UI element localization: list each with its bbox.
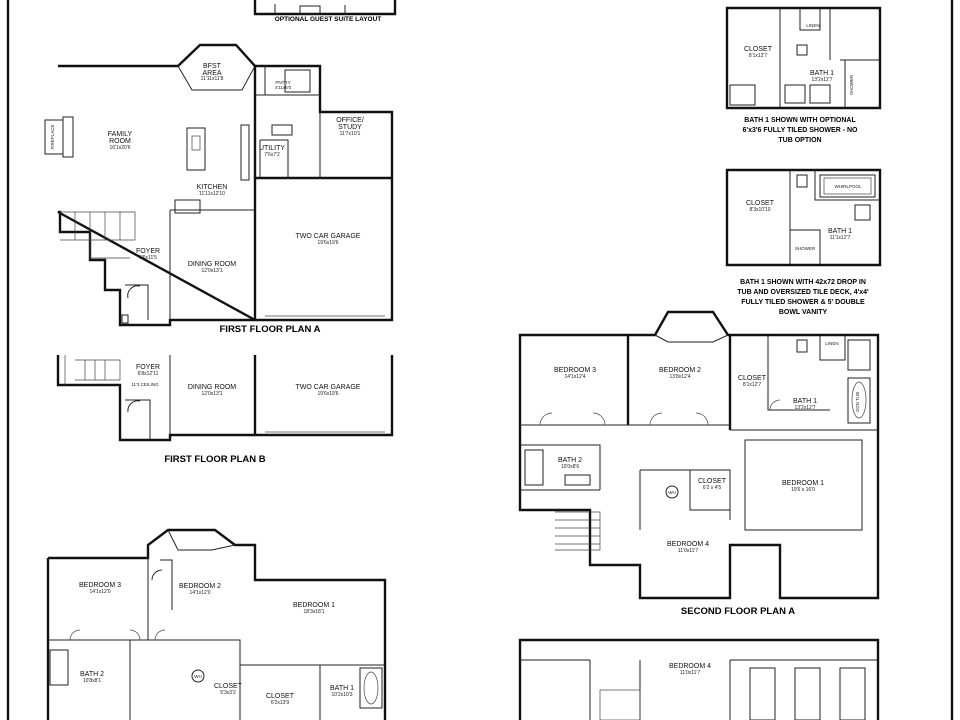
svg-text:BEDROOM 3: BEDROOM 3 xyxy=(554,367,596,374)
svg-text:LINEN: LINEN xyxy=(806,23,819,28)
svg-text:6'2 x 4'5: 6'2 x 4'5 xyxy=(703,485,722,491)
svg-text:BATH 1 SHOWN WITH 42x72 DROP I: BATH 1 SHOWN WITH 42x72 DROP IN xyxy=(740,279,866,286)
svg-text:19'6x19'6: 19'6x19'6 xyxy=(317,391,338,397)
svg-text:BATH 1: BATH 1 xyxy=(810,70,834,77)
svg-text:CLOSET: CLOSET xyxy=(744,46,773,53)
svg-text:19'6 x 16'0: 19'6 x 16'0 xyxy=(791,487,815,493)
svg-text:WH: WH xyxy=(194,674,202,679)
guest-suite-caption: OPTIONAL GUEST SUITE LAYOUT xyxy=(275,16,382,23)
svg-text:BATH 1 SHOWN WITH OPTIONAL: BATH 1 SHOWN WITH OPTIONAL xyxy=(744,117,856,124)
svg-text:BATH 1: BATH 1 xyxy=(330,685,354,692)
svg-text:BATH 2: BATH 2 xyxy=(558,457,582,464)
svg-text:DINING ROOM: DINING ROOM xyxy=(188,384,236,391)
svg-text:6'2x13'9: 6'2x13'9 xyxy=(271,700,290,706)
svg-text:CLOSET: CLOSET xyxy=(698,478,727,485)
svg-text:BEDROOM 2: BEDROOM 2 xyxy=(659,367,701,374)
svg-text:TUB OPTION: TUB OPTION xyxy=(778,137,821,144)
svg-text:11'1x12'7: 11'1x12'7 xyxy=(830,235,851,241)
svg-text:19'6x19'6: 19'6x19'6 xyxy=(317,240,338,246)
svg-text:11'0x11'7: 11'0x11'7 xyxy=(678,548,699,554)
svg-text:SHOWER: SHOWER xyxy=(849,74,854,95)
svg-text:AREA: AREA xyxy=(202,70,221,77)
svg-text:11'7x10'1: 11'7x10'1 xyxy=(340,131,361,137)
svg-text:ROOM: ROOM xyxy=(109,138,131,145)
svg-text:8'1x12'7: 8'1x12'7 xyxy=(749,53,768,59)
second-floor-plan-a-title: SECOND FLOOR PLAN A xyxy=(681,606,795,617)
svg-text:LINEN: LINEN xyxy=(825,341,838,346)
svg-text:6'x3'6 FULLY TILED SHOWER - NO: 6'x3'6 FULLY TILED SHOWER - NO xyxy=(743,127,859,134)
svg-text:5'3x3'2: 5'3x3'2 xyxy=(220,690,236,696)
svg-text:DINING ROOM: DINING ROOM xyxy=(188,261,236,268)
bath1-option-2-plan: CLOSET 8'3x10'10 WHIRLPOOL BATH 1 11'1x1… xyxy=(725,168,882,316)
svg-text:GDN TUB: GDN TUB xyxy=(855,392,860,412)
svg-text:FIREPLACE: FIREPLACE xyxy=(50,124,55,149)
svg-text:14'1x12'0: 14'1x12'0 xyxy=(189,590,210,596)
svg-text:CLOSET: CLOSET xyxy=(266,693,295,700)
svg-text:8'1x12'7: 8'1x12'7 xyxy=(743,382,762,388)
svg-text:4'11x5'0: 4'11x5'0 xyxy=(275,85,292,90)
svg-text:TWO CAR GARAGE: TWO CAR GARAGE xyxy=(296,233,361,240)
first-floor-plan-a-title: FIRST FLOOR PLAN A xyxy=(220,324,321,335)
svg-text:UTILITY: UTILITY xyxy=(259,145,285,152)
first-floor-plan-b-title: FIRST FLOOR PLAN B xyxy=(164,454,265,465)
second-floor-plan-c: BEDROOM 4 11'0x11'7 xyxy=(518,638,880,720)
svg-text:13'8x12'4: 13'8x12'4 xyxy=(669,374,690,380)
svg-text:FAMILY: FAMILY xyxy=(108,131,133,138)
svg-text:13'2x12'7: 13'2x12'7 xyxy=(811,77,832,83)
svg-text:12'0x13'1: 12'0x13'1 xyxy=(201,268,222,274)
svg-text:14'1x12'0: 14'1x12'0 xyxy=(89,589,110,595)
svg-text:11'11x12'10: 11'11x12'10 xyxy=(199,191,225,197)
svg-text:BEDROOM 2: BEDROOM 2 xyxy=(179,583,221,590)
svg-text:BEDROOM 1: BEDROOM 1 xyxy=(782,480,824,487)
svg-text:BOWL VANITY: BOWL VANITY xyxy=(779,309,828,316)
svg-text:TUB AND OVERSIZED TILE DECK, 4: TUB AND OVERSIZED TILE DECK, 4'x4' xyxy=(737,289,869,296)
svg-text:WH: WH xyxy=(668,490,676,495)
svg-text:14'1x12'4: 14'1x12'4 xyxy=(564,374,585,380)
second-floor-plan-a: BEDROOM 3 14'1x12'4 BEDROOM 2 13'8x12'4 … xyxy=(518,310,880,617)
svg-text:10'8x8'1: 10'8x8'1 xyxy=(83,678,102,684)
bath1-option-1-plan: LINEN CLOSET 8'1x12'7 BATH 1 13'2x12'7 S… xyxy=(725,6,882,144)
svg-text:10'0x8'6: 10'0x8'6 xyxy=(561,464,580,470)
svg-text:6'8x12'11: 6'8x12'11 xyxy=(138,371,159,377)
svg-text:BEDROOM 4: BEDROOM 4 xyxy=(669,663,711,670)
first-floor-plan-a: BFST AREA 11'11x11'8 PNTRY 4'11x5'0 FAMI… xyxy=(44,43,394,335)
svg-text:BEDROOM 3: BEDROOM 3 xyxy=(79,582,121,589)
svg-text:SHOWER: SHOWER xyxy=(795,246,816,251)
svg-text:18'3x18'1: 18'3x18'1 xyxy=(303,609,324,615)
svg-text:16'1x20'6: 16'1x20'6 xyxy=(109,145,130,151)
svg-text:FOYER: FOYER xyxy=(136,248,160,255)
svg-text:BEDROOM 4: BEDROOM 4 xyxy=(667,541,709,548)
svg-text:FULLY TILED SHOWER & 5' DOUBLE: FULLY TILED SHOWER & 5' DOUBLE xyxy=(741,299,865,306)
svg-text:BEDROOM 1: BEDROOM 1 xyxy=(293,602,335,609)
svg-text:STUDY: STUDY xyxy=(338,124,362,131)
svg-text:10'2x10'3: 10'2x10'3 xyxy=(331,692,352,698)
svg-text:11'0x11'7: 11'0x11'7 xyxy=(680,670,701,676)
svg-text:CLOSET: CLOSET xyxy=(746,200,775,207)
svg-text:KITCHEN: KITCHEN xyxy=(197,184,228,191)
svg-text:WHIRLPOOL: WHIRLPOOL xyxy=(834,184,862,189)
svg-text:CLOSET: CLOSET xyxy=(214,683,243,690)
svg-text:11'3 CEILING: 11'3 CEILING xyxy=(131,382,159,387)
svg-text:13'2x12'7: 13'2x12'7 xyxy=(794,405,815,411)
svg-text:7'6x7'2: 7'6x7'2 xyxy=(264,152,280,158)
svg-text:BFST: BFST xyxy=(203,63,222,70)
svg-text:TWO CAR GARAGE: TWO CAR GARAGE xyxy=(296,384,361,391)
svg-text:BATH 1: BATH 1 xyxy=(793,398,817,405)
second-floor-plan-b: BEDROOM 3 14'1x12'0 BEDROOM 2 14'1x12'0 … xyxy=(46,528,387,720)
svg-text:OFFICE/: OFFICE/ xyxy=(336,117,364,124)
svg-text:BATH 2: BATH 2 xyxy=(80,671,104,678)
svg-text:11'11x11'8: 11'11x11'8 xyxy=(201,76,224,82)
svg-text:FOYER: FOYER xyxy=(136,364,160,371)
svg-text:CLOSET: CLOSET xyxy=(738,375,767,382)
svg-text:BATH 1: BATH 1 xyxy=(828,228,852,235)
svg-text:9'6x11'5: 9'6x11'5 xyxy=(139,255,157,261)
svg-text:PNTRY: PNTRY xyxy=(275,80,290,85)
first-floor-plan-b: FOYER 6'8x12'11 11'3 CEILING DINING ROOM… xyxy=(56,355,394,465)
guest-suite-plan: OPTIONAL GUEST SUITE LAYOUT xyxy=(253,0,397,23)
svg-text:8'3x10'10: 8'3x10'10 xyxy=(749,207,770,213)
svg-text:12'0x13'1: 12'0x13'1 xyxy=(201,391,222,397)
